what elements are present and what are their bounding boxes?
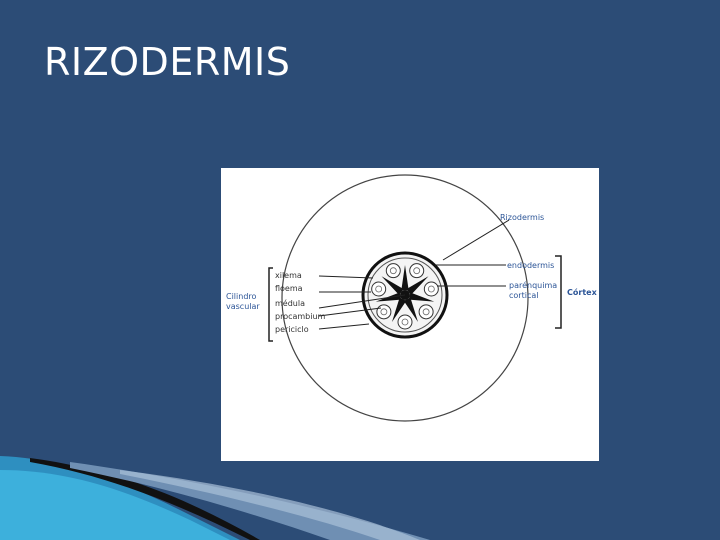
xylem-arm [391, 297, 407, 323]
label-xilema: xilema [275, 271, 302, 280]
left-bracket [268, 267, 273, 342]
xylem-star [375, 265, 435, 323]
slide-title: RIZODERMIS [44, 40, 291, 84]
phloem-lobe [423, 281, 439, 297]
phloem-cell [413, 267, 421, 275]
phloem-cell [380, 308, 388, 316]
label-cilindro-2: vascular [226, 302, 260, 311]
xylem-arm [406, 276, 429, 295]
phloem-lobe [397, 314, 413, 330]
label-floema: floema [275, 284, 303, 293]
label-procambium: procambium [275, 312, 326, 321]
label-parenquima-1: parénquima [509, 280, 557, 290]
phloem-lobe [385, 263, 401, 279]
phloem-lobe [371, 281, 387, 297]
label-cortex: Córtex [567, 287, 598, 297]
phloem-cell [427, 285, 435, 293]
label-cilindro-1: Cilindro [226, 292, 257, 301]
label-parenquima-2: cortical [509, 291, 538, 300]
root-cross-section-figure: Rizodermis endodermis parénquima cortica… [221, 168, 599, 461]
phloem-cell [422, 308, 430, 316]
rizodermis-circle [281, 174, 529, 422]
phloem-lobe [409, 263, 425, 279]
right-bracket [555, 255, 562, 329]
xylem-arm [403, 297, 419, 323]
label-periciclo: periciclo [275, 325, 309, 334]
label-medula: médula [275, 298, 305, 308]
phloem-lobe [418, 304, 434, 320]
pointer-lines [318, 219, 510, 330]
pericycle-circle [367, 257, 443, 333]
swoosh-black-stroke [30, 458, 260, 540]
xylem-arm [381, 276, 404, 295]
swoosh-cyan [0, 470, 230, 540]
xylem-arm [401, 265, 409, 291]
swoosh-light-band [120, 470, 420, 540]
root-diagram-svg: Rizodermis endodermis parénquima cortica… [226, 174, 598, 422]
label-rizodermis: Rizodermis [500, 213, 544, 222]
phloem-cell [389, 267, 397, 275]
phloem-cell [375, 285, 383, 293]
phloem-cell [401, 318, 409, 326]
xylem-arm [408, 292, 435, 302]
label-endodermis: endodermis [507, 261, 554, 270]
